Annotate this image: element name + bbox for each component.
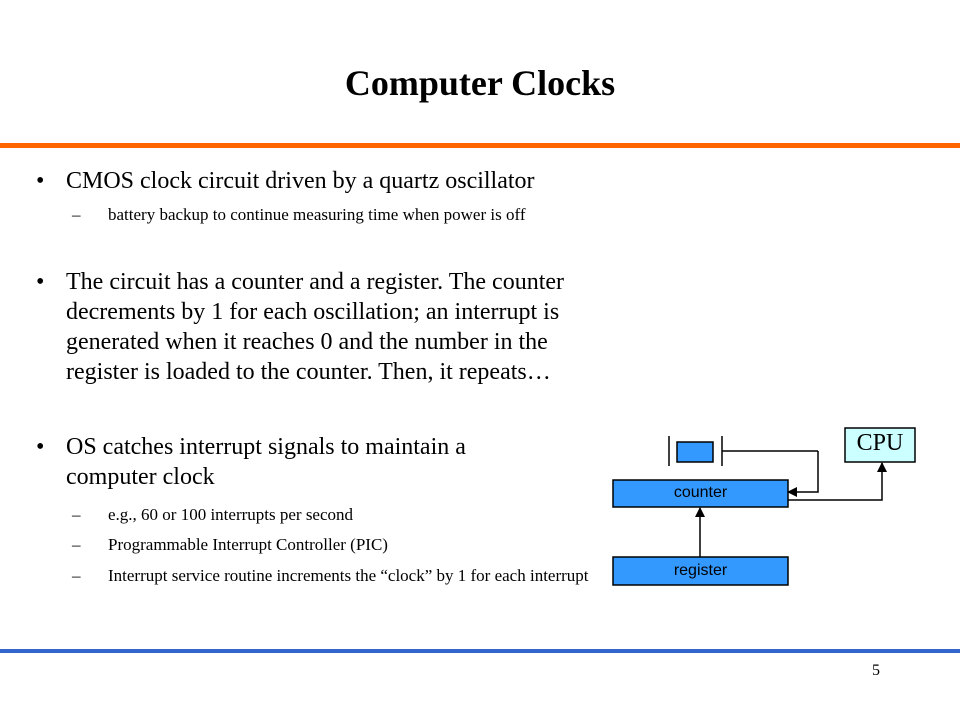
bullet-marker: • (36, 168, 45, 194)
sub-bullet-marker: – (72, 566, 81, 585)
crystal-to-counter-arrow (787, 451, 819, 497)
bullet-marker: • (36, 434, 45, 460)
counter-to-cpu-arrow (788, 462, 887, 501)
sub-bullet-item: – Programmable Interrupt Controller (PIC… (72, 533, 597, 557)
register-label: register (673, 562, 728, 579)
crystal-body (676, 441, 714, 463)
slide-title: Computer Clocks (344, 63, 616, 103)
counter-label: counter (673, 484, 728, 501)
counter-box (612, 479, 789, 508)
sub-bullet-marker: – (72, 205, 81, 224)
sub-bullet-text: e.g., 60 or 100 interrupts per second (108, 505, 354, 524)
bullet-text: OS catches interrupt signals to maintain… (66, 434, 466, 490)
bullet-item: • The circuit has a counter and a regist… (36, 267, 596, 387)
quartz-crystal-icon (668, 436, 818, 466)
sub-bullet-item: – Interrupt service routine increments t… (72, 564, 597, 588)
sub-bullet-text: Programmable Interrupt Controller (PIC) (108, 535, 388, 554)
cpu-box (844, 427, 916, 463)
sub-bullet-marker: – (72, 505, 81, 524)
sub-bullet-text: battery backup to continue measuring tim… (108, 205, 526, 224)
sub-bullet-text: Interrupt service routine increments the… (108, 566, 589, 585)
sub-bullet-marker: – (72, 535, 81, 554)
bullet-item: • CMOS clock circuit driven by a quartz … (36, 166, 596, 196)
bottom-divider (0, 649, 960, 653)
page-number: 5 (872, 662, 880, 679)
cpu-label: CPU (856, 430, 904, 456)
bullet-item: • OS catches interrupt signals to mainta… (36, 432, 526, 492)
bullet-text: The circuit has a counter and a register… (66, 269, 565, 385)
bullet-marker: • (36, 269, 45, 295)
bullet-text: CMOS clock circuit driven by a quartz os… (66, 168, 535, 194)
top-divider (0, 143, 960, 148)
sub-bullet-item: – battery backup to continue measuring t… (72, 203, 597, 227)
sub-bullet-item: – e.g., 60 or 100 interrupts per second (72, 503, 597, 527)
